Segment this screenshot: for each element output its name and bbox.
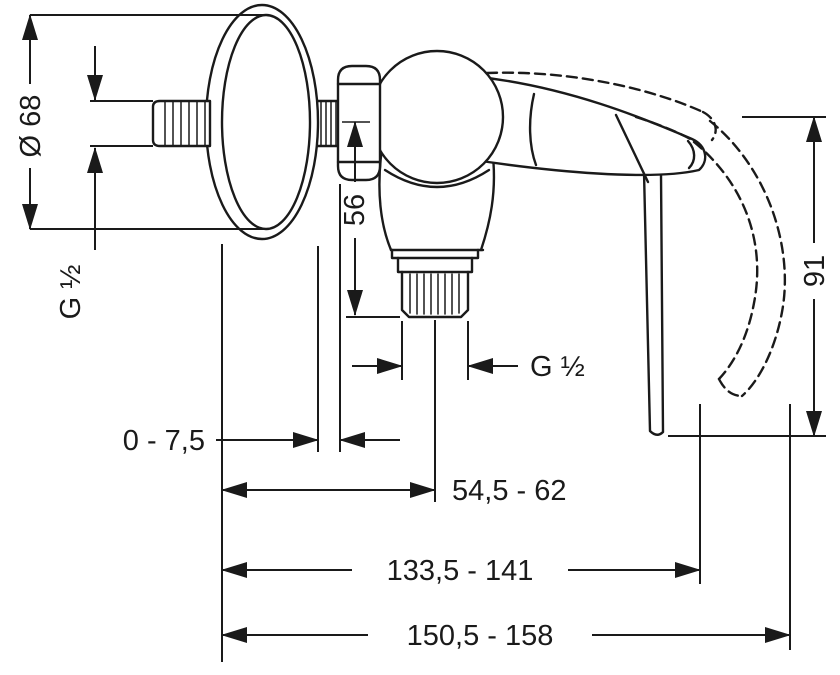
inlet-nipple — [151, 99, 212, 148]
handle-pin — [642, 170, 665, 436]
dim-label-handle-reach: 133,5 - 141 — [387, 555, 534, 587]
nut-thread-hatching — [320, 100, 337, 147]
dim-plate-diameter: Ø 68 — [15, 14, 264, 230]
dim-inlet-thread: G ½ — [55, 46, 153, 319]
escutcheon-front-face — [220, 13, 312, 231]
dim-handle-height: 91 — [668, 116, 831, 437]
dim-label-wall-adjustment: 0 - 7,5 — [123, 425, 205, 457]
dim-label-total-depth: 150,5 - 158 — [407, 620, 554, 652]
escutcheon-plate — [204, 3, 320, 241]
dim-outlet-depth: 54,5 - 62 — [221, 320, 566, 507]
lever-cap-line — [686, 139, 696, 170]
alt-lever-cap — [701, 110, 717, 142]
lever-joint-line — [528, 92, 538, 167]
dim-inlet-outlet-offset: 56 — [339, 121, 400, 318]
dim-total-depth: 150,5 - 158 — [221, 404, 791, 652]
nut-chamfer-lines — [336, 82, 382, 164]
dim-label-inlet-outlet-offset: 56 — [339, 194, 371, 226]
inlet-thread-hatching — [164, 100, 206, 147]
dim-wall-adjustment: 0 - 7,5 — [123, 184, 400, 457]
mixer-dome — [369, 49, 505, 185]
dim-label-plate-diameter: Ø 68 — [15, 95, 47, 158]
dim-label-outlet-depth: 54,5 - 62 — [452, 475, 566, 507]
alt-lever-top-edge — [485, 71, 705, 114]
alt-lever-underside — [634, 115, 696, 143]
dim-label-handle-height: 91 — [799, 255, 831, 287]
fixture-outline — [151, 3, 786, 436]
outlet-neck — [396, 256, 474, 274]
lever-cone — [466, 74, 707, 177]
dim-outlet-thread: G ½ — [352, 321, 585, 383]
outlet-collar — [390, 248, 480, 260]
dim-handle-reach: 133,5 - 141 — [221, 404, 701, 587]
alt-pin-end-cap — [717, 377, 744, 398]
dim-label-inlet-thread: G ½ — [55, 265, 87, 320]
union-nut — [316, 64, 382, 182]
pin-mount-joint-line — [614, 113, 650, 184]
alt-pin-inner-edge — [692, 140, 759, 381]
dim-label-outlet-thread: G ½ — [530, 351, 585, 383]
outlet-thread-body — [400, 270, 470, 319]
body-waist-curve — [383, 168, 491, 189]
outlet-connector — [390, 248, 480, 319]
alt-pin-outer-edge — [708, 119, 786, 398]
lever-handle — [466, 74, 707, 184]
handle-alt-position — [485, 71, 786, 398]
dimension-annotations: Ø 68 G ½ 56 G ½ 91 — [15, 14, 831, 662]
outlet-thread-hatching — [409, 273, 460, 315]
